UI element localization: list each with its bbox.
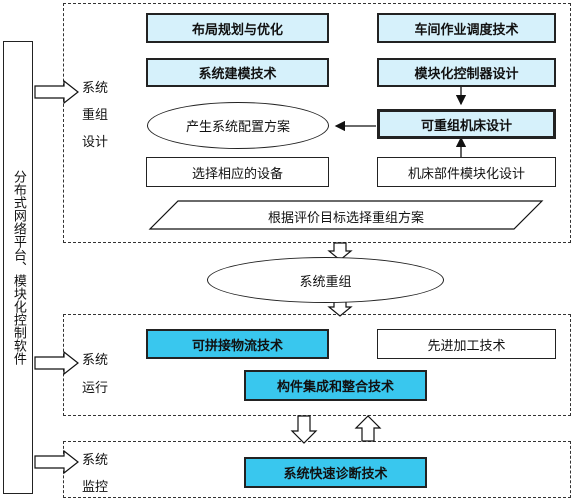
select-scheme-label: 根据评价目标选择重组方案: [267, 211, 424, 226]
redesign-label: 系统 重组 设计: [82, 78, 108, 153]
box-fast-diagnosis: 系统快速诊断技术: [244, 457, 427, 488]
hollow-arrow-down-to-monitoring: [290, 415, 318, 444]
box-workshop-scheduling: 车间作业调度技术: [377, 13, 556, 43]
redesign-label-line3: 设计: [82, 135, 109, 150]
operation-label-line2: 运行: [82, 381, 109, 396]
box-advanced-processing: 先进加工技术: [377, 329, 556, 359]
sidebar-platform-label: 分布式网络平台、模块化控制软件: [3, 41, 33, 494]
operation-label: 系统 运行: [82, 350, 108, 399]
redesign-label-line2: 重组: [82, 108, 109, 123]
box-advanced-processing-label: 先进加工技术: [427, 338, 506, 354]
box-modular-controller-label: 模块化控制器设计: [414, 67, 519, 82]
box-fast-diagnosis-label: 系统快速诊断技术: [283, 467, 388, 482]
monitoring-label-line2: 监控: [82, 480, 109, 495]
box-generate-config: 产生系统配置方案: [147, 102, 329, 149]
hollow-arrow-up-to-operation: [354, 415, 382, 442]
box-material-flow: 可拼接物流技术: [146, 329, 329, 359]
monitoring-label: 系统 监控: [82, 450, 108, 498]
box-material-flow-label: 可拼接物流技术: [191, 338, 283, 354]
box-modular-controller: 模块化控制器设计: [377, 58, 556, 87]
box-layout-planning: 布局规划与优化: [146, 13, 329, 43]
sidebar-text: 分布式网络平台、模块化控制软件: [10, 170, 26, 365]
select-scheme-shape: [148, 200, 544, 230]
box-component-integration: 构件集成和整合技术: [244, 370, 427, 401]
hollow-arrow-redesign: [34, 79, 79, 105]
box-reconfigurable-machine: 可重组机床设计: [377, 109, 556, 139]
hollow-arrow-operation: [34, 350, 79, 376]
box-machine-modular: 机床部件模块化设计: [377, 157, 556, 187]
hollow-arrow-monitoring: [34, 449, 79, 475]
monitoring-label-line1: 系统: [82, 453, 109, 468]
redesign-section: [63, 3, 571, 243]
redesign-label-line1: 系统: [82, 81, 109, 96]
box-generate-config-label: 产生系统配置方案: [185, 120, 290, 135]
box-select-equipment: 选择相应的设备: [146, 157, 329, 187]
hollow-arrow-to-reorg: [327, 242, 353, 261]
box-component-integration-label: 构件集成和整合技术: [276, 380, 394, 395]
box-system-reorganization-label: 系统重组: [299, 274, 352, 290]
box-system-modeling-label: 系统建模技术: [198, 67, 277, 82]
box-layout-planning-label: 布局规划与优化: [191, 22, 283, 38]
operation-label-line1: 系统: [82, 353, 109, 368]
box-workshop-scheduling-label: 车间作业调度技术: [414, 22, 519, 38]
box-machine-modular-label: 机床部件模块化设计: [407, 166, 525, 182]
box-reconfigurable-machine-label: 可重组机床设计: [420, 118, 512, 134]
box-system-reorganization: 系统重组: [207, 257, 444, 303]
box-select-equipment-label: 选择相应的设备: [191, 166, 283, 182]
box-system-modeling: 系统建模技术: [146, 58, 329, 87]
